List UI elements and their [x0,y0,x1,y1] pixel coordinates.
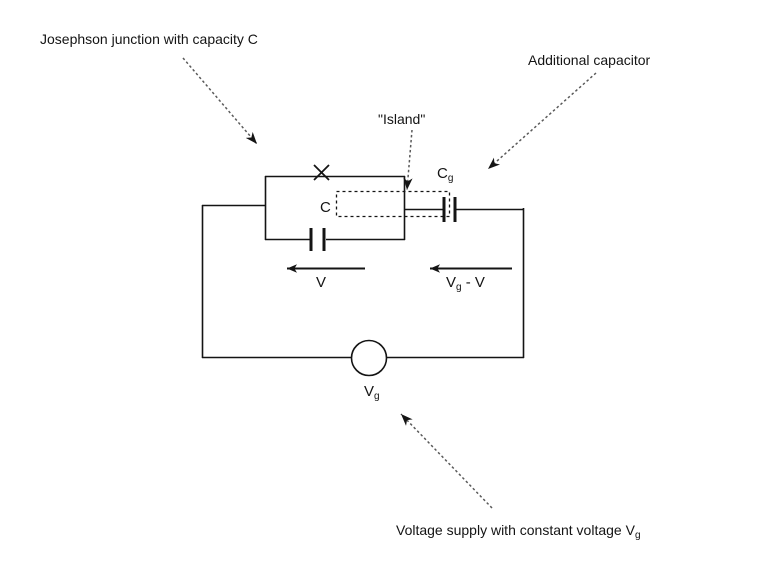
pointer-arrow-additional-capacitor [487,72,597,170]
label-gate-capacitance: Cg [437,166,453,184]
label-voltage-source-base: V [364,383,375,400]
outer-circuit-loop [201,204,525,359]
pointer-arrow-voltage-supply [400,413,493,509]
gate-capacitor-symbol [442,197,457,222]
annotation-island: "Island" [378,111,426,127]
josephson-junction-box [264,164,406,251]
pointer-arrow-island [403,129,413,191]
label-voltage-right-subscript: g [456,281,462,293]
annotation-voltage-supply-subscript: g [634,529,641,541]
voltage-source-symbol [350,339,388,377]
label-voltage-left: V [316,274,327,291]
label-voltage-source-subscript: g [374,390,380,402]
label-voltage-right-base: V [446,274,457,291]
annotation-voltage-supply: Voltage supply with constant voltage Vg [396,523,641,541]
annotation-josephson-junction: Josephson junction with capacity C [40,31,258,47]
label-junction-capacitance: C [320,199,331,216]
annotation-additional-capacitor: Additional capacitor [528,52,651,68]
pointer-arrow-josephson [182,57,258,145]
label-voltage-source: Vg [364,384,380,402]
island-dashed-boundary [335,190,451,218]
annotation-voltage-supply-text: Voltage supply with constant voltage V [396,522,635,538]
josephson-cross-icon [313,164,330,181]
label-gate-capacitance-subscript: g [447,172,454,184]
label-voltage-right-rest: - V [461,274,485,291]
label-voltage-right: Vg - V [446,275,485,293]
label-gate-capacitance-base: C [437,165,448,182]
